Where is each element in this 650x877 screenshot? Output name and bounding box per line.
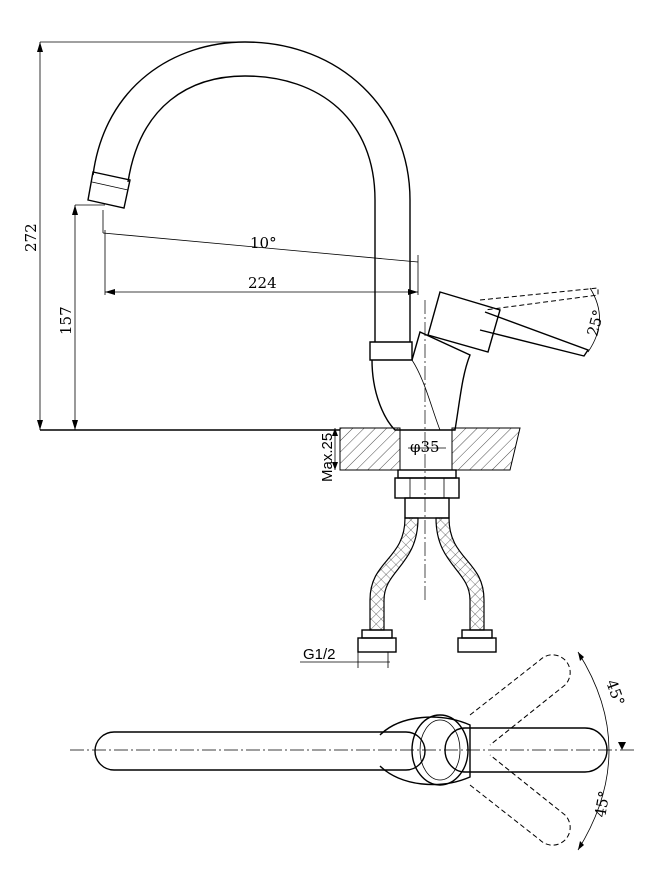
faucet-body [369, 331, 471, 431]
spout [87, 41, 411, 342]
handle [427, 287, 600, 357]
spout-angle-dimension [102, 230, 419, 295]
spout-angle-label: 10° [250, 234, 277, 252]
handle-angle-label: 25° [583, 308, 607, 338]
reach-dimension-224 [105, 289, 418, 295]
height-157-label: 157 [57, 306, 75, 335]
height-dimension-157 [72, 204, 105, 430]
height-272-label: 272 [22, 223, 40, 252]
height-dimension-272 [37, 41, 245, 430]
max-thickness-label: Max.25 [319, 433, 336, 482]
swivel-angle-bottom-label: 45° [591, 789, 613, 818]
hole-diameter-label: φ35 [410, 438, 440, 456]
swivel-angle-top-label: 45° [602, 677, 628, 708]
reach-224-label: 224 [248, 274, 277, 292]
thread-label: G1/2 [303, 646, 336, 663]
supply-hoses [357, 517, 497, 653]
mounting-nut [394, 469, 460, 519]
thread-dimension [300, 652, 390, 668]
top-view [94, 651, 626, 851]
countertop-section [332, 427, 521, 471]
